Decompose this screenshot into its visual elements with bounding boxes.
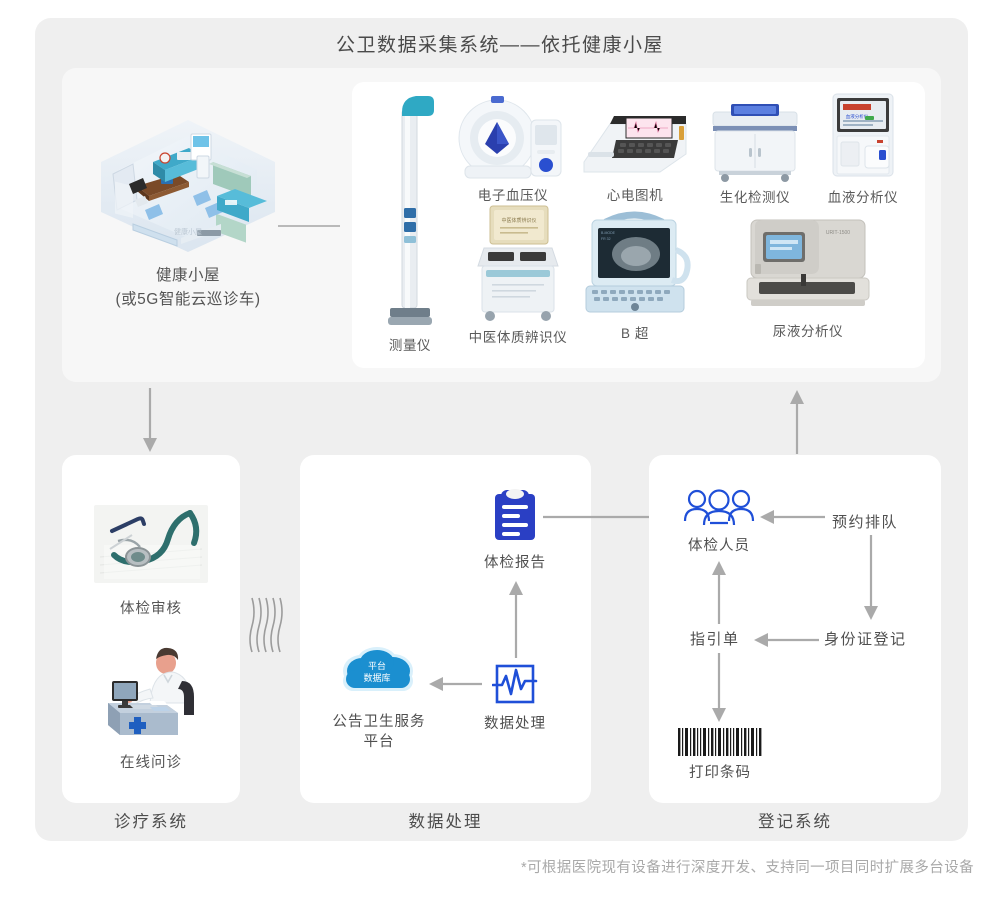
node-print-barcode: 打印条码 <box>664 728 776 783</box>
device-name: 电子血压仪 <box>477 188 549 203</box>
device-ecg-machine: 心电图机 <box>570 96 700 204</box>
tcm-constitution-identifier-icon: 中医体质辨识仪 <box>477 205 559 321</box>
online-doctor-desk-icon <box>108 647 194 735</box>
health-cabin-label: 健康小屋 (或5G智能云巡诊车) <box>73 264 303 312</box>
node-id-registration: 身份证登记 <box>824 631 907 648</box>
panel-caption-data-processing: 数据处理 <box>408 813 483 831</box>
node-label: 数据处理 <box>484 716 546 732</box>
cabin-to-devices-connector <box>278 225 340 227</box>
height-weight-scale-icon <box>388 96 434 325</box>
arrow-cabin-down <box>143 388 157 452</box>
node-physical-report: 体检报告 <box>459 488 571 573</box>
svg-text:URIT-1500: URIT-1500 <box>826 230 850 236</box>
node-label-line2: 平台 <box>363 734 395 750</box>
arrow-queue-to-id-registration <box>864 535 878 620</box>
arrow-guide-to-barcode <box>712 653 726 722</box>
diagnosis-item-label: 体检审核 <box>120 601 182 617</box>
node-public-health-platform: 平台 数据库 公告卫生服务 平台 <box>318 645 440 752</box>
diagnosis-item-physical-review: 体检审核 <box>62 505 240 618</box>
waveform-square-icon <box>491 664 538 704</box>
node-data-processing: 数据处理 <box>459 663 571 734</box>
device-urine-analyzer: URIT-1500 尿液分析仪 <box>708 210 908 340</box>
device-tcm-constitution-identifier: 中医体质辨识仪 中医体质辨识仪 <box>438 202 598 346</box>
device-height-weight-scale: 测量仪 <box>366 88 454 354</box>
svg-text:中医体质辨识仪: 中医体质辨识仪 <box>501 217 536 224</box>
node-label: 体检人员 <box>688 538 750 554</box>
node-label: 体检报告 <box>484 555 546 571</box>
device-name: 生化检测仪 <box>719 190 791 205</box>
arrow-guide-to-people <box>712 561 726 624</box>
health-cabin-block: 健康小屋 健康小屋 (或5G智能云巡诊车) <box>85 112 290 322</box>
health-cabin-label-line1: 健康小屋 <box>155 267 220 284</box>
cloud-text-line2: 数据库 <box>363 672 390 683</box>
stethoscope-photo-icon <box>94 505 208 583</box>
cloud-database-icon: 平台 数据库 <box>343 647 413 691</box>
barcode-icon <box>676 728 764 756</box>
node-examinees: 体检人员 <box>663 487 775 556</box>
urine-analyzer-icon: URIT-1500 <box>746 219 870 306</box>
device-ultrasound-b-scan: B-MODE FR 32 B 超 <box>570 204 700 342</box>
electronic-blood-pressure-monitor-icon <box>458 96 562 179</box>
cloud-text-line1: 平台 <box>368 660 386 671</box>
ultrasound-b-scan-icon: B-MODE FR 32 <box>585 211 691 313</box>
device-name: 尿液分析仪 <box>772 324 844 339</box>
device-name: B 超 <box>620 326 650 341</box>
devices-card: 测量仪 电子血压仪 <box>352 82 925 368</box>
node-label-line1: 公告卫生服务 <box>332 714 426 730</box>
page-title: 公卫数据采集系统——依托健康小屋 <box>335 35 664 56</box>
health-cabin-isometric-room-icon: 健康小屋 <box>101 120 275 252</box>
svg-text:FR 32: FR 32 <box>601 237 611 241</box>
arrow-id-registration-to-guide <box>754 633 819 647</box>
device-electronic-blood-pressure-monitor: 电子血压仪 <box>448 92 578 204</box>
node-label: 打印条码 <box>689 765 751 781</box>
node-guide-sheet: 指引单 <box>690 631 740 648</box>
panel-caption-registration: 登记系统 <box>758 813 832 831</box>
arrow-processing-to-report <box>509 581 523 658</box>
device-blood-analyzer: 血液分析仪 血液分析仪 <box>810 86 916 206</box>
node-appointment-queue: 预约排队 <box>832 514 899 531</box>
svg-text:血液分析仪: 血液分析仪 <box>846 113 869 120</box>
diagnosis-item-online-consult: 在线问诊 <box>62 645 240 772</box>
svg-text:健康小屋: 健康小屋 <box>174 227 202 236</box>
device-name: 血液分析仪 <box>827 190 899 205</box>
wavy-divider <box>249 597 283 653</box>
panel-caption-diagnosis: 诊疗系统 <box>114 813 188 831</box>
arrow-processing-to-cloud <box>429 677 482 691</box>
panel-data-processing <box>300 455 591 803</box>
device-biochemical-analyzer: 生化检测仪 <box>696 94 814 206</box>
arrow-registration-up <box>790 390 804 454</box>
arrow-queue-to-people <box>760 510 825 524</box>
blood-analyzer-icon: 血液分析仪 <box>832 93 894 177</box>
footnote: *可根据医院现有设备进行深度开发、支持同一项目同时扩展多台设备 <box>520 860 974 876</box>
svg-text:B-MODE: B-MODE <box>601 231 616 235</box>
health-cabin-label-line2: (或5G智能云巡诊车) <box>115 291 261 308</box>
ecg-machine-icon <box>583 116 687 173</box>
diagnosis-item-label: 在线问诊 <box>120 755 182 771</box>
device-name: 心电图机 <box>606 188 664 203</box>
group-people-icon <box>683 489 755 526</box>
device-name: 测量仪 <box>388 338 432 353</box>
device-name: 中医体质辨识仪 <box>468 330 568 345</box>
clipboard-report-icon <box>495 489 535 540</box>
biochemical-analyzer-icon <box>712 104 798 182</box>
